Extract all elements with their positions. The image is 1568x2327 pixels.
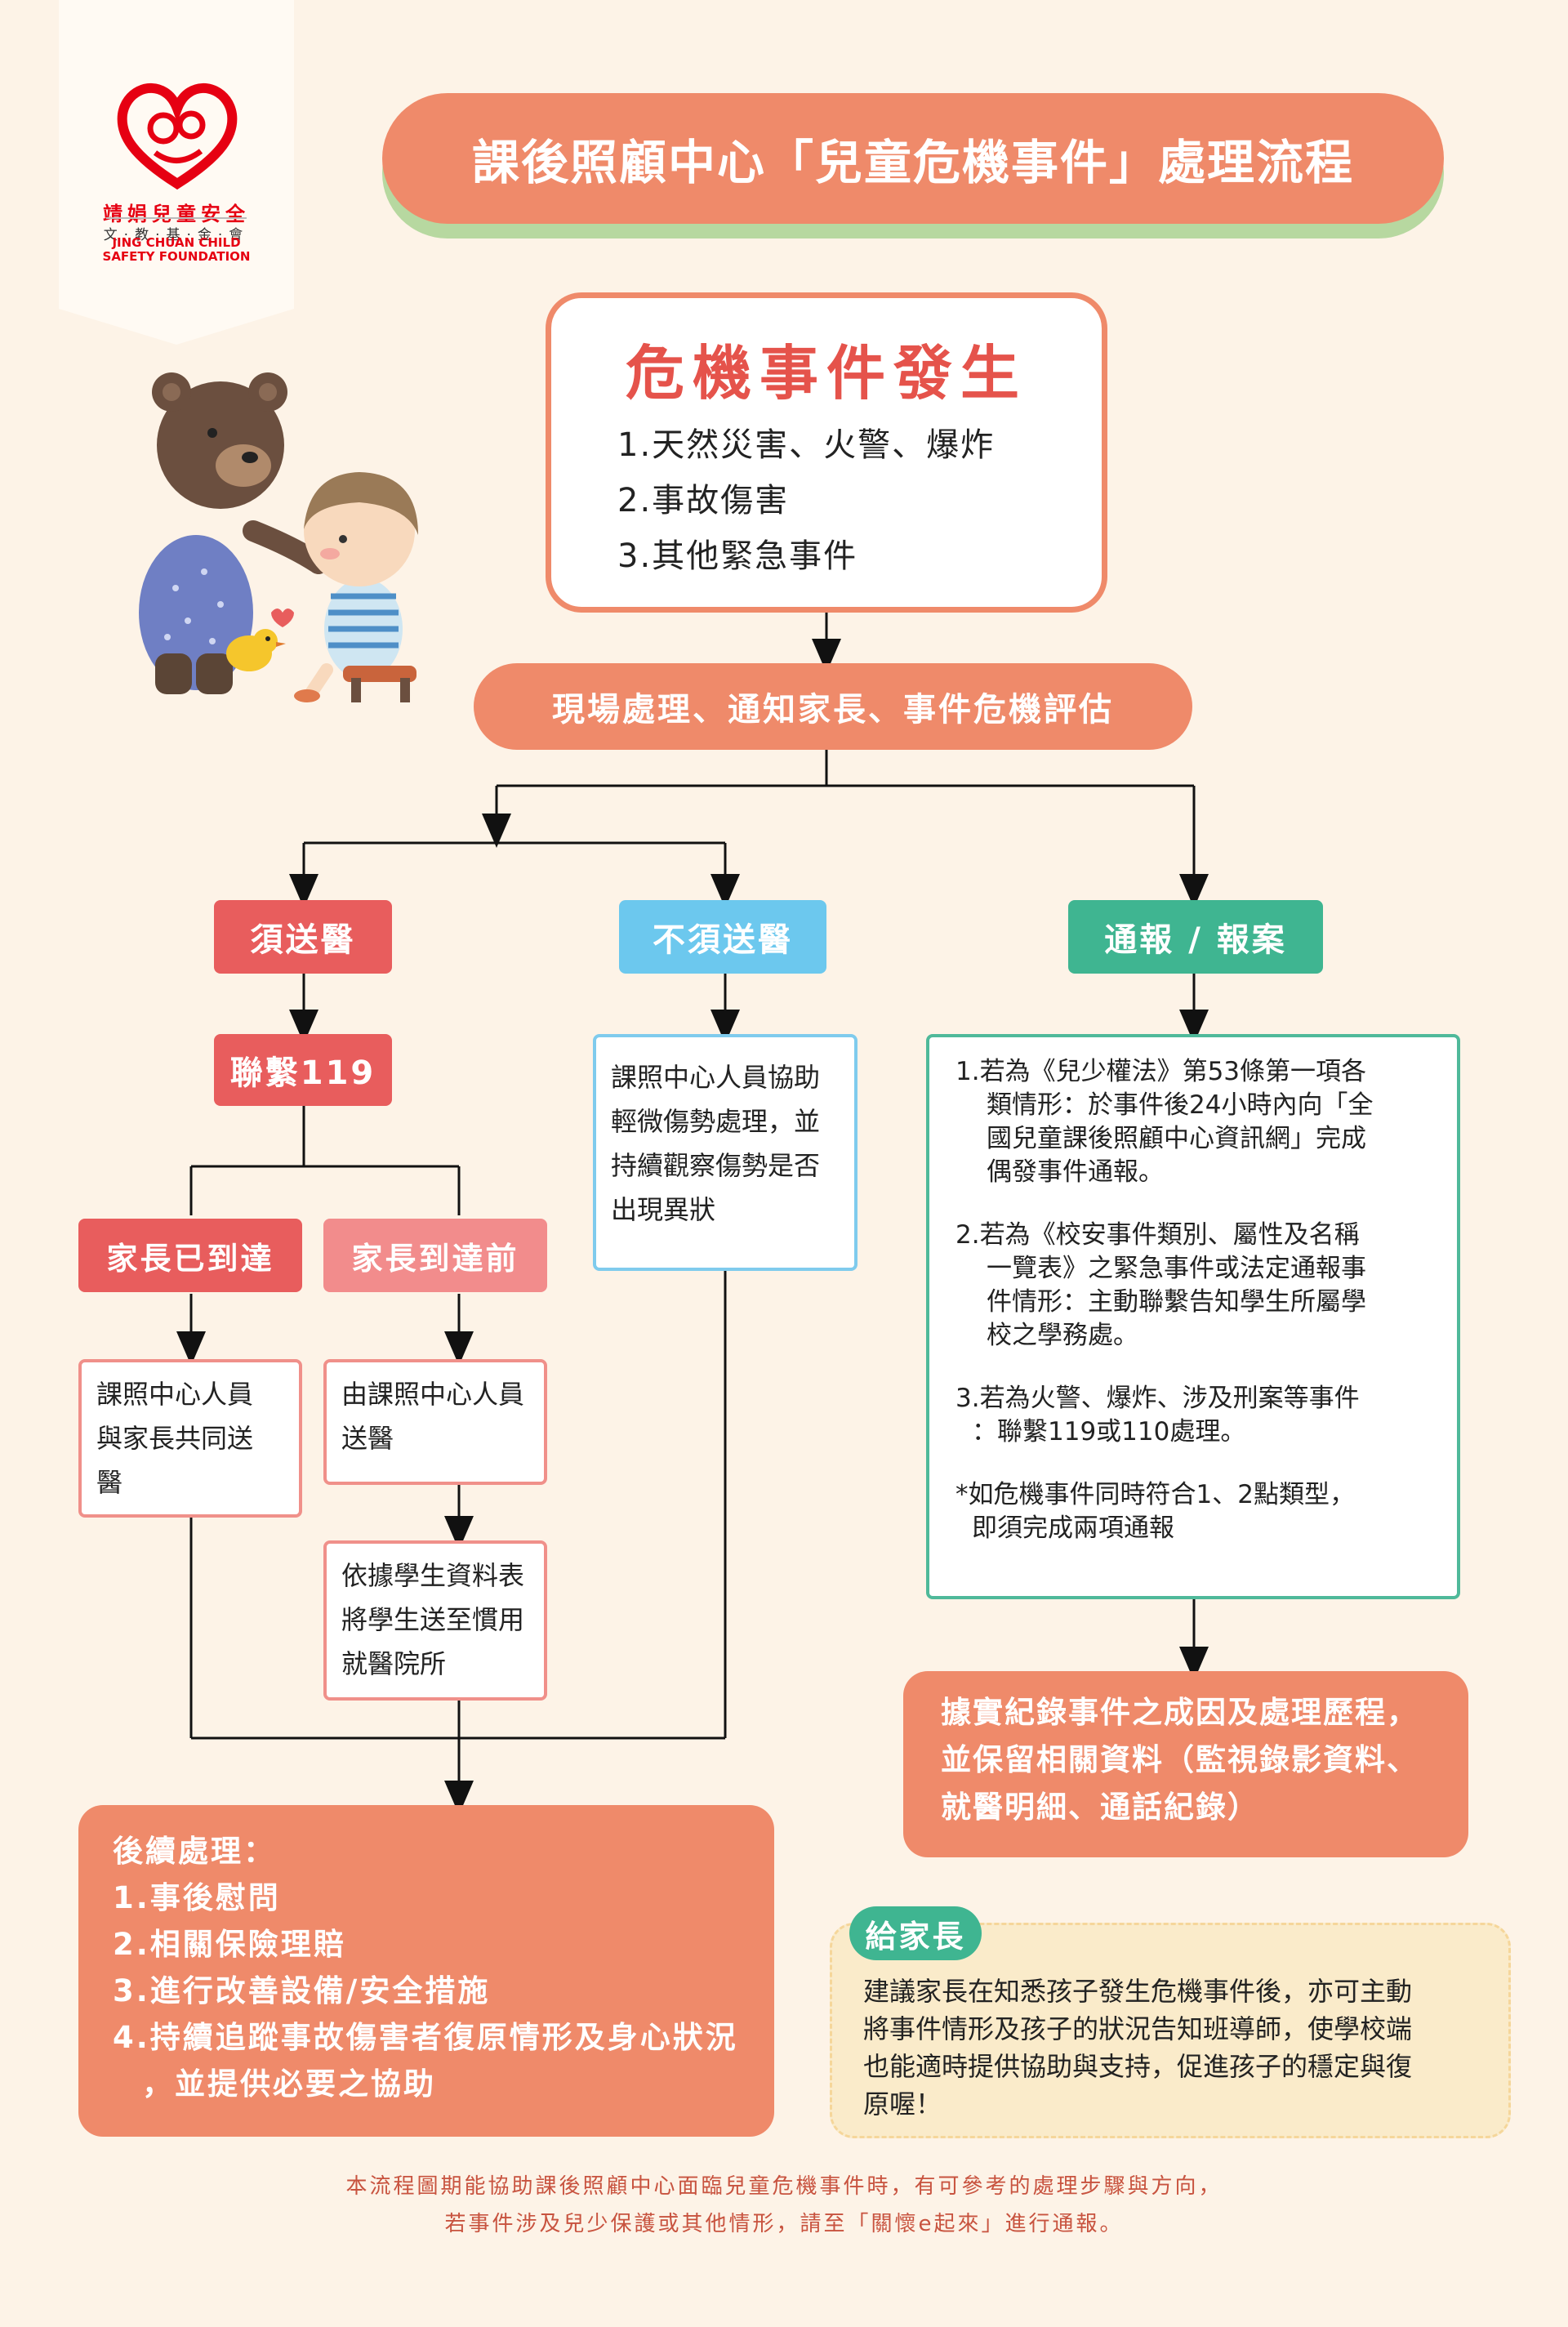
follow-up-box: 後續處理： 1.事後慰問 2.相關保險理賠 3.進行改善設備/安全措施 4.持續… [78,1805,774,2137]
no-hospital-action-box: 課照中心人員協助 輕微傷勢處理，並 持續觀察傷勢是否 出現異狀 [593,1034,858,1271]
parent-before-label: 家長到達前 [323,1219,547,1292]
report-note: *如危機事件同時符合1、2點類型， 即須完成兩項通報 [956,1480,1355,1543]
crisis-event-box [546,292,1107,613]
heart-logo-icon [117,82,238,190]
logo-tab [59,0,294,345]
arrived-action-box: 課照中心人員 與家長共同送 醫 [78,1359,302,1518]
logo-name-en: JING CHUAN CHILD SAFETY FOUNDATION [102,235,251,264]
call-119-label: 聯繫119 [214,1034,392,1106]
report-details-box: 1.若為《兒少權法》第53條第一項各 類情形：於事件後24小時內向「全 國兒童課… [926,1034,1460,1599]
report-item: 3.若為火警、爆炸、涉及刑案等事件 ：聯繫119或110處理。 [956,1384,1360,1447]
page-title: 課後照顧中心「兒童危機事件」處理流程 [382,93,1444,224]
report-label: 通報 / 報案 [1068,900,1323,974]
logo-name-zh-2: 文‧教‧基‧金‧會 [103,227,250,243]
hospital-transfer-box: 依據學生資料表 將學生送至慣用 就醫院所 [323,1540,547,1701]
footer-line: 若事件涉及兒少保護或其他情形，請至「關懷e起來」進行通報。 [444,2212,1124,2236]
no-hospital-label: 不須送醫 [619,900,826,974]
scene-handling-pill: 現場處理、通知家長、事件危機評估 [474,663,1192,750]
parent-arrived-label: 家長已到達 [78,1219,302,1292]
parents-tip-label: 給家長 [849,1906,982,1960]
crisis-item: 2.事故傷害 [617,482,790,519]
bear-and-child-illustration [139,372,418,702]
logo-name-zh: 靖娟兒童安全 [103,203,250,225]
crisis-item: 3.其他緊急事件 [617,537,858,575]
report-item: 2.若為《校安事件類別、屬性及名稱 一覽表》之緊急事件或法定通報事 件情形：主動… [956,1220,1366,1350]
need-hospital-label: 須送醫 [214,900,392,974]
before-action-box: 由課照中心人員 送醫 [323,1359,547,1485]
follow-up-title: 後續處理： [113,1834,276,1869]
report-item: 1.若為《兒少權法》第53條第一項各 類情形：於事件後24小時內向「全 國兒童課… [956,1057,1374,1187]
record-keeping-box: 據實紀錄事件之成因及處理歷程， 並保留相關資料（監視錄影資料、 就醫明細、通話紀… [903,1671,1468,1857]
crisis-item: 1.天然災害、火警、爆炸 [617,426,996,464]
footer-line: 本流程圖期能協助課後照顧中心面臨兒童危機事件時，有可參考的處理步驟與方向， [345,2174,1223,2199]
logo-divider [106,217,247,219]
crisis-title: 危機事件發生 [625,339,1027,408]
